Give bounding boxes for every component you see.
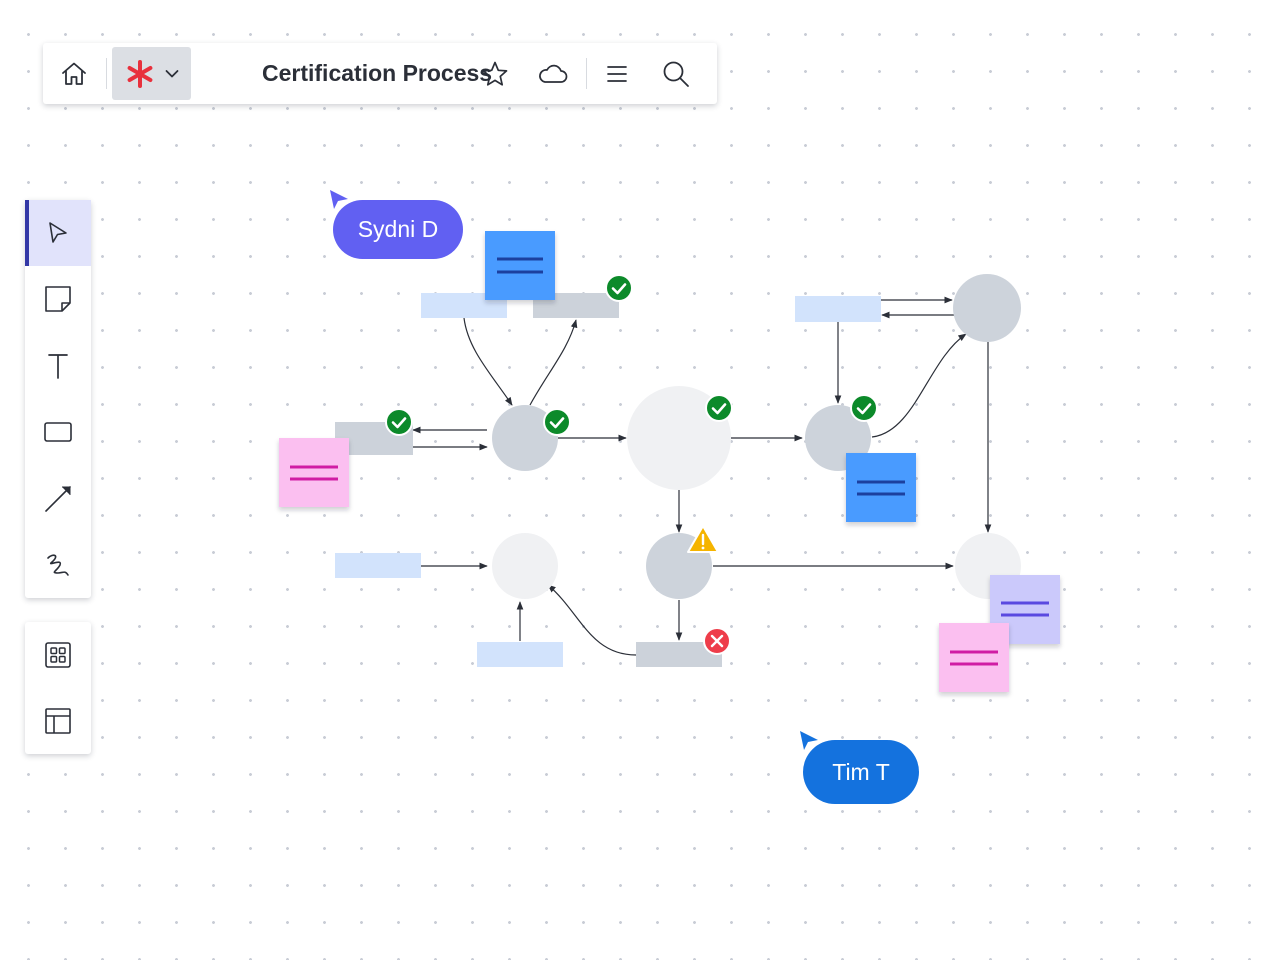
hamburger-menu-icon xyxy=(607,66,627,82)
topbar-divider xyxy=(106,58,107,89)
freehand-icon xyxy=(47,554,69,576)
grid-icon xyxy=(45,642,71,668)
check-badge-icon xyxy=(543,408,571,436)
asterisk-logo-icon xyxy=(127,59,152,88)
favorite-button[interactable] xyxy=(476,55,514,93)
connector[interactable] xyxy=(871,333,967,438)
document-topbar: Certification Process xyxy=(43,43,717,104)
collaborator-cursor-icon xyxy=(330,190,348,209)
collaborator-label: Sydni D xyxy=(333,200,463,259)
collaborator-cursor-icon xyxy=(800,731,818,750)
home-icon xyxy=(62,62,86,85)
pointer-icon xyxy=(49,222,67,243)
topbar-divider xyxy=(586,58,587,89)
cloud-icon xyxy=(539,64,568,83)
process-node[interactable] xyxy=(627,386,731,490)
error-badge-icon xyxy=(703,627,731,655)
check-badge-icon xyxy=(850,394,878,422)
document-title[interactable]: Certification Process xyxy=(262,60,493,86)
rectangle-icon xyxy=(44,422,72,442)
text-tool[interactable] xyxy=(25,333,91,399)
shape-tool[interactable] xyxy=(25,399,91,465)
arrow-icon xyxy=(45,486,71,512)
sticky-note[interactable] xyxy=(939,623,1009,692)
select-tool[interactable] xyxy=(25,200,91,266)
sticky-note[interactable] xyxy=(279,438,349,507)
home-button[interactable] xyxy=(53,53,95,95)
star-icon xyxy=(482,61,508,86)
connector[interactable] xyxy=(547,584,637,656)
main-menu-button[interactable] xyxy=(598,55,636,93)
label-shape[interactable] xyxy=(795,296,881,322)
sticky-note-tool[interactable] xyxy=(25,266,91,332)
draw-tool[interactable] xyxy=(25,532,91,598)
check-badge-icon xyxy=(705,394,733,422)
connector[interactable] xyxy=(529,319,578,406)
layout-icon xyxy=(45,708,71,734)
sticky-note[interactable] xyxy=(990,575,1060,644)
process-node[interactable] xyxy=(492,405,558,471)
connector[interactable] xyxy=(463,317,513,406)
process-node[interactable] xyxy=(953,274,1021,342)
search-button[interactable] xyxy=(656,55,696,93)
product-menu-button[interactable] xyxy=(112,47,191,100)
cloud-sync-button[interactable] xyxy=(533,55,573,93)
secondary-tools-panel xyxy=(25,622,91,754)
line-tool[interactable] xyxy=(25,466,91,532)
text-icon xyxy=(48,354,68,379)
process-nodes xyxy=(492,274,1021,599)
search-icon xyxy=(663,61,689,87)
chevron-down-icon xyxy=(165,69,178,77)
label-shapes xyxy=(335,293,881,667)
warning-badge-icon xyxy=(687,525,719,553)
sticky-note-icon xyxy=(45,286,71,312)
label-shape[interactable] xyxy=(477,642,563,667)
connectors xyxy=(412,296,992,656)
templates-tool[interactable] xyxy=(25,622,91,688)
label-shape[interactable] xyxy=(335,553,421,578)
process-node[interactable] xyxy=(492,533,558,599)
sticky-note[interactable] xyxy=(846,453,916,522)
collaborator-label: Tim T xyxy=(803,740,919,804)
layout-tool[interactable] xyxy=(25,688,91,754)
check-badge-icon xyxy=(605,274,633,302)
tools-panel xyxy=(25,200,91,598)
check-badge-icon xyxy=(385,408,413,436)
sticky-note[interactable] xyxy=(485,231,555,300)
